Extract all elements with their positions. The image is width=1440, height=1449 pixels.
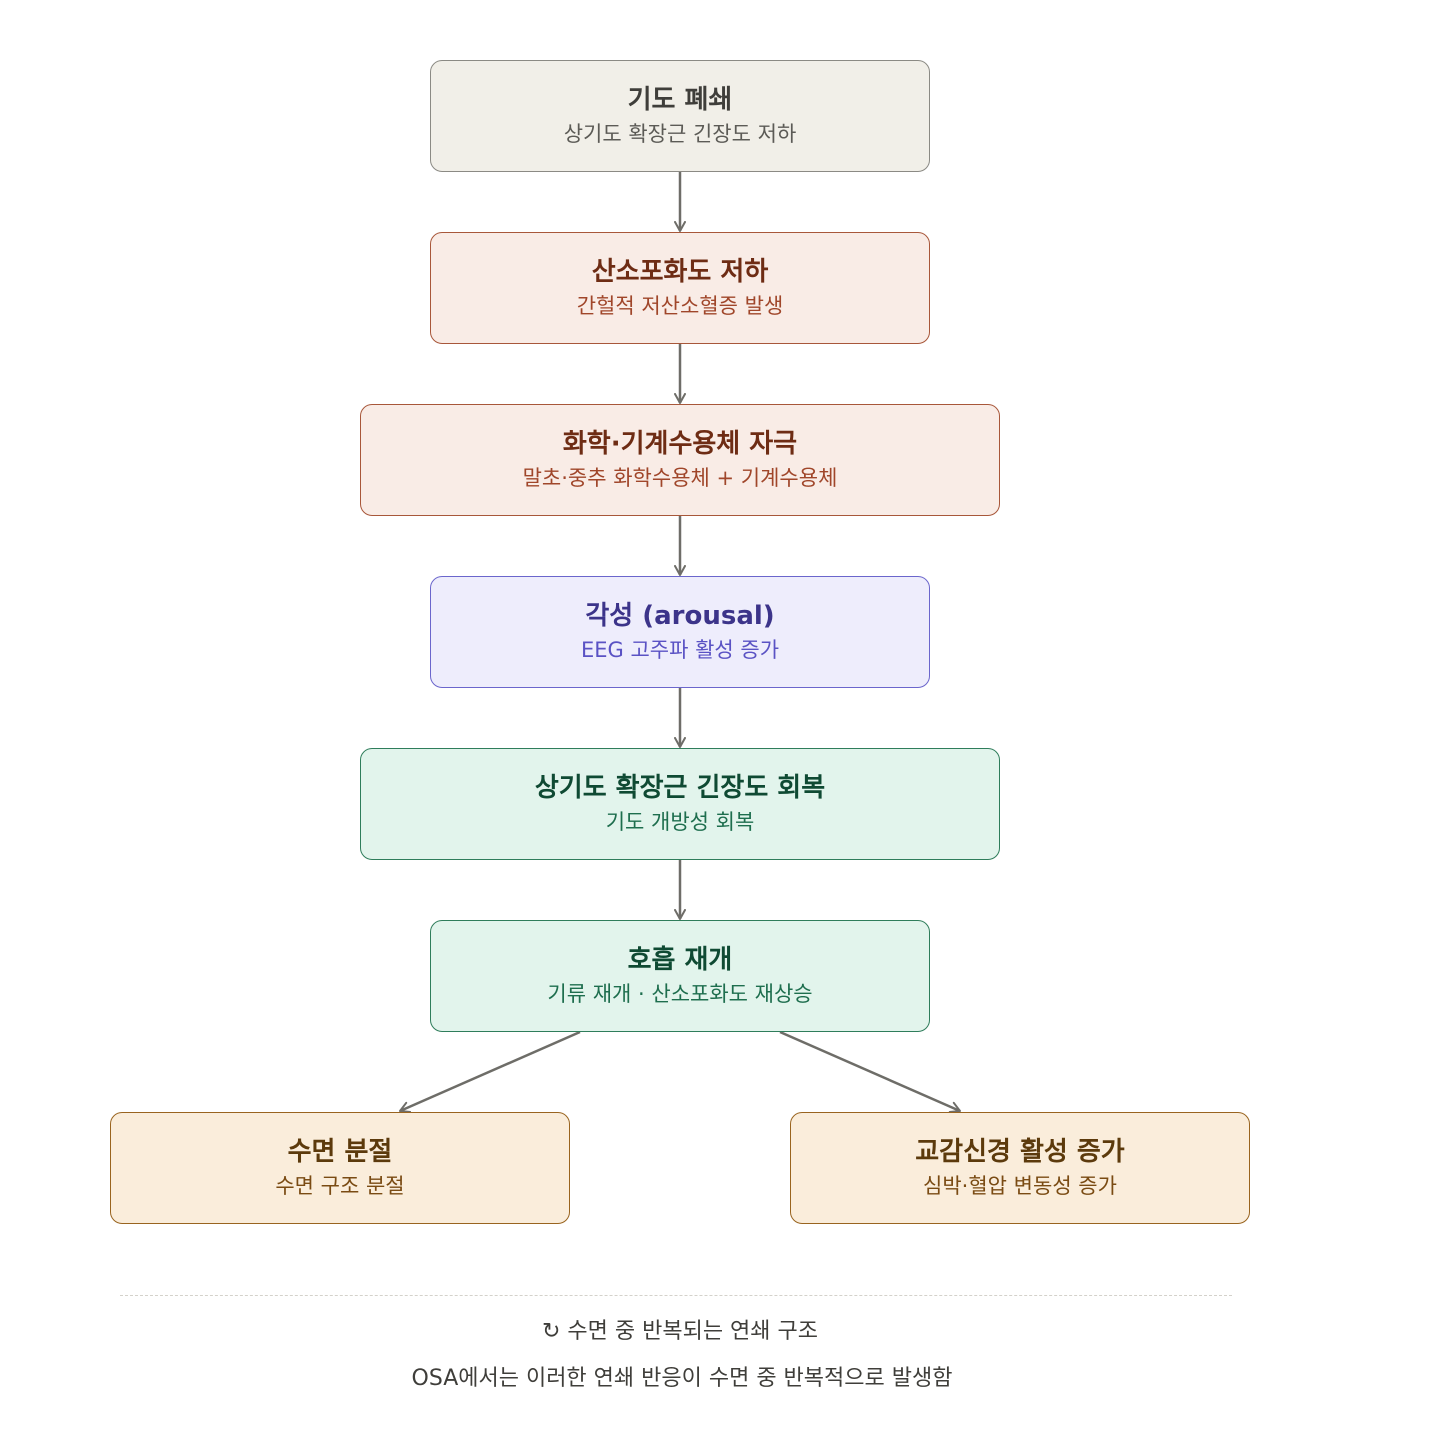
node-subtitle: 기도 개방성 회복 (605, 810, 755, 834)
node-subtitle: 상기도 확장근 긴장도 저하 (563, 122, 797, 146)
node-subtitle: 심박·혈압 변동성 증가 (923, 1174, 1117, 1198)
node-subtitle: 기류 재개 · 산소포화도 재상승 (547, 982, 813, 1006)
node-subtitle: 간헐적 저산소혈증 발생 (576, 294, 784, 318)
node-muscle-tone-recovery: 상기도 확장근 긴장도 회복 기도 개방성 회복 (360, 748, 1000, 860)
node-title: 산소포화도 저하 (591, 257, 769, 287)
node-subtitle: EEG 고주파 활성 증가 (580, 638, 780, 662)
node-arousal: 각성 (arousal) EEG 고주파 활성 증가 (430, 576, 930, 688)
footer-title: ↻ 수면 중 반복되는 연쇄 구조 (541, 1319, 819, 1344)
node-oxygen-desaturation: 산소포화도 저하 간헐적 저산소혈증 발생 (430, 232, 930, 344)
arrow-6-to-7 (399, 1030, 581, 1113)
node-subtitle: 말초·중추 화학수용체 + 기계수용체 (522, 466, 838, 490)
node-breathing-resumption: 호흡 재개 기류 재개 · 산소포화도 재상승 (430, 920, 930, 1032)
node-sleep-fragmentation: 수면 분절 수면 구조 분절 (110, 1112, 570, 1224)
node-title: 상기도 확장근 긴장도 회복 (534, 773, 826, 803)
node-title: 화학·기계수용체 자극 (562, 429, 798, 459)
node-receptor-stimulation: 화학·기계수용체 자극 말초·중추 화학수용체 + 기계수용체 (360, 404, 1000, 516)
node-airway-obstruction: 기도 폐쇄 상기도 확장근 긴장도 저하 (430, 60, 930, 172)
node-title: 수면 분절 (287, 1137, 393, 1167)
arrow-6-to-8 (779, 1030, 961, 1113)
node-title: 각성 (arousal) (585, 601, 775, 631)
node-sympathetic-activation: 교감신경 활성 증가 심박·혈압 변동성 증가 (790, 1112, 1250, 1224)
node-title: 기도 폐쇄 (627, 85, 733, 115)
node-title: 교감신경 활성 증가 (915, 1137, 1125, 1167)
dashed-divider (120, 1295, 1232, 1296)
node-subtitle: 수면 구조 분절 (275, 1174, 405, 1198)
node-title: 호흡 재개 (627, 945, 733, 975)
footer-note: OSA에서는 이러한 연쇄 반응이 수면 중 반복적으로 발생함 (411, 1366, 953, 1391)
